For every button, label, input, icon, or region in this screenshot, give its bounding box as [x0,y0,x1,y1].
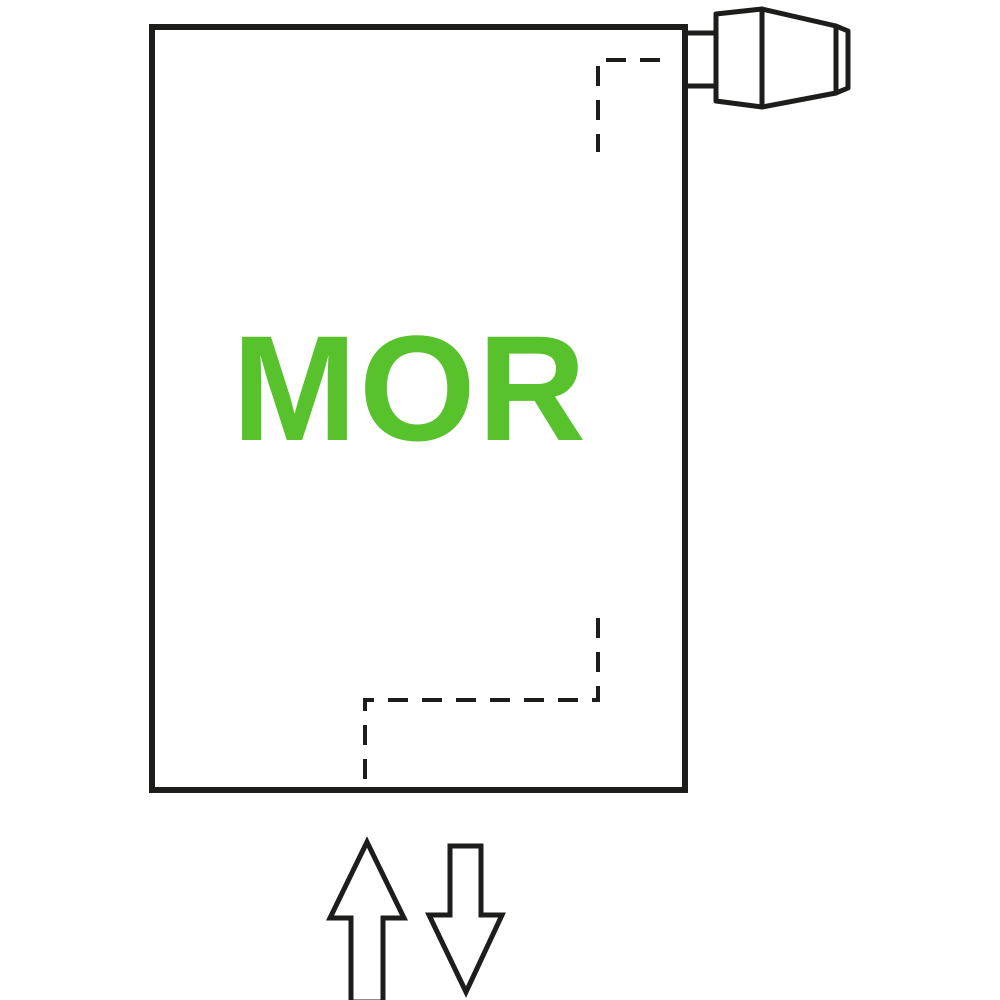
flow-down-arrow-icon [425,843,506,998]
valve-cone [759,6,839,110]
flow-direction-arrows [326,836,506,1000]
internal-pipe-dashed-lines [363,58,660,789]
thermostat-valve-icon [686,6,851,110]
valve-end-cap [833,23,851,96]
internal-pipe-bottom-dashed-line [363,618,600,789]
valve-body [713,6,765,110]
flow-up-arrow-icon [326,836,408,1000]
radiator-model-label: MOR [232,304,588,472]
